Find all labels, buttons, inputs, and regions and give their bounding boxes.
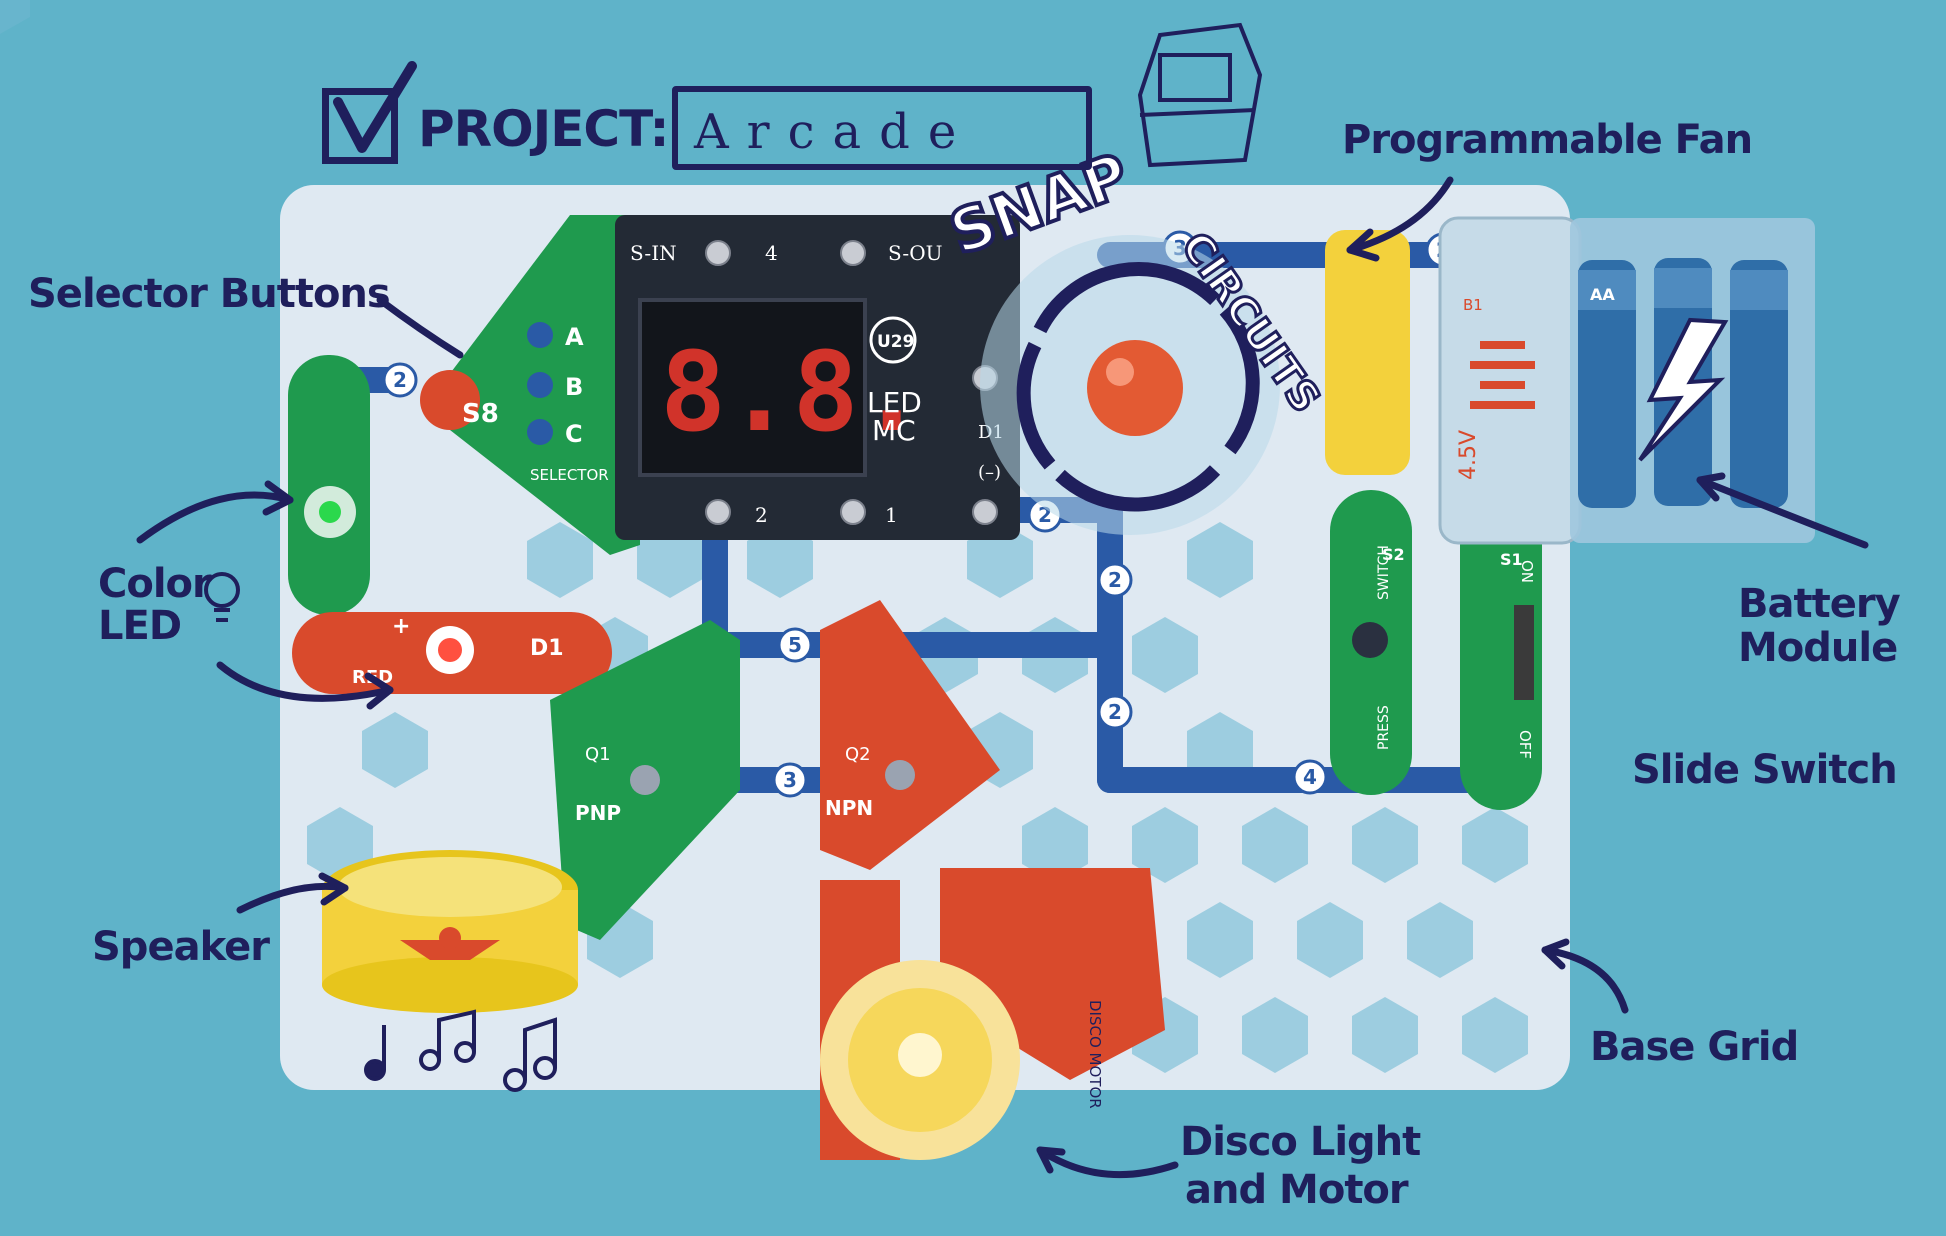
pnp-part: PNP Q1 [550, 620, 740, 940]
selector-a: A [565, 323, 584, 351]
wire-label: 5 [788, 633, 802, 657]
module-id: U29 [877, 332, 914, 352]
callout-programmable-fan: Programmable Fan [1342, 117, 1753, 163]
battery-cell-label: AA [1590, 285, 1615, 304]
terminal-minus: (–) [978, 462, 1001, 483]
led-mc-module: 8.8. U29 LED MC S-IN 4 S-OU D1 (–) 2 1 [615, 215, 1020, 540]
selector-b: B [565, 373, 583, 401]
project-name: Arcade [694, 104, 975, 160]
battery-volt: 4.5V [1456, 430, 1481, 480]
npn-label: NPN [825, 796, 873, 820]
slide-switch-on: ON [1518, 560, 1536, 583]
press-switch-id: S2 [1382, 545, 1405, 564]
module-type-2: MC [872, 414, 916, 447]
selector-label: SELECTOR [530, 466, 609, 484]
pnp-label: PNP [575, 801, 621, 825]
slide-switch-off: OFF [1516, 730, 1534, 759]
project-label: PROJECT: [418, 100, 669, 158]
press-switch-top: SWITCH [1376, 545, 1392, 600]
selector-part: S8 A B C SELECTOR [420, 215, 640, 555]
wire-label: 4 [1303, 765, 1317, 789]
music-notes-icon [364, 1009, 557, 1092]
terminal-1: 1 [885, 503, 898, 527]
motor-strip [1325, 230, 1410, 475]
callout-color-led-line2: LED [98, 603, 182, 649]
wire-label: 2 [1108, 568, 1122, 592]
slide-switch-id: S1 [1500, 550, 1523, 569]
callout-slide-switch: Slide Switch [1632, 747, 1898, 793]
selector-id: S8 [462, 399, 499, 429]
display-digits: 8.8. [660, 328, 925, 456]
callout-arrows [136, 176, 1869, 1179]
callout-color-led-line1: Color [98, 561, 212, 607]
callout-battery-module-line2: Module [1738, 625, 1898, 671]
disco-motor-label: DISCO MOTOR [1086, 1000, 1104, 1109]
terminal-s-in: S-IN [630, 241, 677, 265]
wire-label: 2 [393, 368, 407, 392]
color-led-part [288, 355, 370, 615]
red-led-plus: + [392, 614, 410, 639]
red-led-id: D1 [530, 636, 564, 661]
terminal-2: 2 [755, 503, 768, 527]
pnp-id: Q1 [585, 744, 611, 765]
battery-id: B1 [1463, 296, 1483, 314]
wire-label: 2 [1108, 700, 1122, 724]
press-switch-bottom: PRESS [1376, 705, 1392, 750]
arcade-cabinet-icon [1137, 22, 1263, 168]
project-name-box [672, 86, 1092, 170]
project-checkbox [322, 88, 398, 164]
npn-part: NPN Q2 [820, 600, 1000, 870]
terminal-4: 4 [765, 241, 778, 265]
terminal-s-out: S-OU [888, 241, 942, 265]
disco-motor-part: DISCO MOTOR [820, 868, 1165, 1160]
wire-label: 3 [783, 768, 797, 792]
lightning-bolt-icon [1638, 317, 1729, 462]
callout-selector-buttons: Selector Buttons [28, 271, 391, 317]
npn-id: Q2 [845, 744, 871, 765]
selector-c: C [565, 420, 583, 448]
callout-disco-line1: Disco Light [1180, 1119, 1421, 1165]
red-led-part: RED + D1 [292, 612, 612, 694]
battery-holder: AA B1 4.5V [1438, 216, 1815, 545]
callout-disco-line2: and Motor [1185, 1167, 1409, 1213]
lightbulb-icon [204, 572, 240, 622]
callout-base-grid: Base Grid [1590, 1024, 1799, 1070]
callout-battery-module-line1: Battery [1738, 581, 1901, 627]
module-type-1: LED [867, 386, 922, 419]
press-switch-part: S2 SWITCH PRESS [1330, 490, 1412, 795]
speaker-part [322, 850, 578, 1013]
slide-switch-part: S1 ON OFF [1460, 490, 1542, 810]
callout-speaker: Speaker [92, 924, 270, 970]
